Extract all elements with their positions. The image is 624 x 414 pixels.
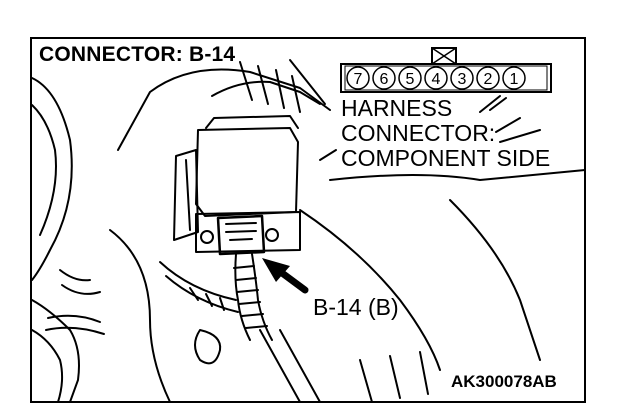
pin-3-cell — [450, 66, 474, 90]
connector-title: CONNECTOR: B-14 — [37, 43, 240, 67]
pin-4-cell — [424, 66, 448, 90]
engine-bay-illustration — [31, 59, 586, 403]
figure-frame — [30, 37, 586, 403]
pin-1-cell — [502, 66, 526, 90]
harness-label-line-3: COMPONENT SIDE — [341, 145, 551, 171]
pin-5-label: 5 — [406, 71, 415, 88]
pin-6-label: 6 — [380, 71, 389, 88]
pin-2-label: 2 — [484, 71, 493, 88]
pin-5-cell — [398, 66, 422, 90]
pin-1-label: 1 — [510, 71, 519, 88]
harness-label-line-2: CONNECTOR: — [341, 120, 496, 146]
connector-callout-label: B-14 (B) — [313, 294, 399, 320]
callout-arrow — [262, 258, 309, 294]
pin-6-cell — [372, 66, 396, 90]
pin-7-label: 7 — [354, 71, 363, 88]
harness-label-line-1: HARNESS — [341, 95, 453, 121]
figure-code: AK300078AB — [449, 372, 559, 392]
pin-2-cell — [476, 66, 500, 90]
pin-4-label: 4 — [432, 71, 441, 88]
pin-7-cell — [346, 66, 370, 90]
pin-3-label: 3 — [458, 71, 467, 88]
